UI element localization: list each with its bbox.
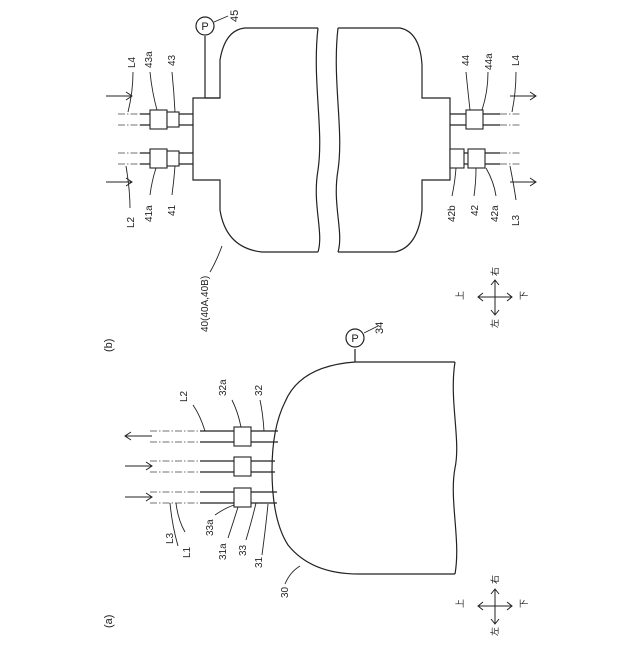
ref-42: 42: [470, 204, 481, 216]
port-41: [118, 149, 193, 168]
flow-arrows-a: [125, 432, 152, 501]
leader-45: [214, 16, 228, 22]
ref-L3-b: L3: [511, 214, 522, 226]
compass-a-up: 上: [455, 599, 465, 608]
ref-30: 30: [280, 586, 291, 598]
ref-31: 31: [254, 556, 265, 568]
ref-40: 40(40A,40B): [200, 276, 211, 332]
ref-44a: 44a: [484, 53, 495, 70]
port-31: [150, 488, 277, 507]
tank-40-body-left: [193, 28, 318, 252]
compass-a-left: 左: [489, 627, 500, 636]
ref-L1-a: L1: [182, 546, 193, 558]
compass-b-left: 左: [489, 319, 500, 328]
ref-44: 44: [461, 54, 472, 66]
compass-a: 上 下 左 右: [455, 575, 529, 636]
compass-a-right: 右: [489, 575, 500, 584]
ref-41: 41: [167, 204, 178, 216]
tank-40-break-right: [336, 28, 339, 252]
compass-a-down: 下: [519, 599, 529, 608]
ref-33a: 33a: [205, 519, 216, 536]
ref-43a: 43a: [144, 51, 155, 68]
flow-arrows-b: [106, 92, 536, 186]
gauge-45-symbol: P: [201, 21, 208, 33]
ref-L4-left: L4: [127, 56, 138, 68]
compass-b: 上 下 左 右: [455, 267, 529, 328]
tank-30-right-wall: [453, 362, 456, 574]
ref-45: 45: [229, 10, 241, 22]
ref-42a: 42a: [490, 205, 501, 222]
port-33: [150, 457, 275, 476]
leaders-b: [126, 72, 516, 272]
panel-a-caption: (a): [103, 615, 115, 628]
ref-L4-right: L4: [511, 54, 522, 66]
ref-L2-a: L2: [179, 390, 190, 402]
port-43: [118, 110, 193, 129]
compass-b-down: 下: [519, 291, 529, 300]
panel-b-caption: (b): [103, 339, 115, 352]
ref-34: 34: [374, 322, 386, 334]
port-32: [150, 427, 278, 446]
ref-42b: 42b: [447, 205, 458, 222]
panel-a: (a) P 34: [103, 322, 529, 636]
ref-L3-a: L3: [165, 532, 176, 544]
tank-40-body-right: [338, 28, 450, 252]
tank-40-break-left: [316, 28, 319, 252]
ref-32: 32: [254, 384, 265, 396]
panel-b: (b) P 45: [103, 10, 536, 352]
ref-32a: 32a: [218, 379, 229, 396]
ref-43: 43: [167, 54, 178, 66]
port-42: [450, 149, 520, 168]
ref-31a: 31a: [218, 543, 229, 560]
tank-30-body: [272, 362, 455, 574]
ref-L2-b: L2: [126, 216, 137, 228]
ref-33: 33: [238, 544, 249, 556]
compass-b-up: 上: [455, 291, 465, 300]
gauge-34-symbol: P: [351, 333, 358, 345]
compass-b-right: 右: [489, 267, 500, 276]
ref-41a: 41a: [144, 205, 155, 222]
port-44: [450, 110, 520, 129]
